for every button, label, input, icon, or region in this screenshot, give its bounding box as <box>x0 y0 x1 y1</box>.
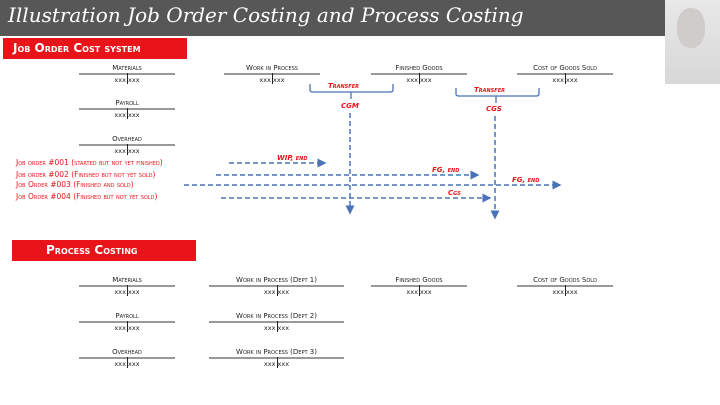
account-value: xxx xxx <box>371 73 467 84</box>
account-value: xxx xxx <box>79 144 175 155</box>
presenter-video <box>665 0 720 84</box>
wip-end-label: WIP, end <box>277 154 308 162</box>
account-value: xxx xxx <box>79 357 175 368</box>
t-account-wip-dept3: Work in Process (Dept 3)xxx xxx <box>209 348 344 368</box>
fg-end-label-2: FG, end <box>512 176 540 184</box>
account-value: xxx xxx <box>517 73 613 84</box>
transfer-label-2: Transfer <box>474 86 505 94</box>
process-costing-section-label: Process Costing <box>12 240 196 261</box>
account-label: Payroll <box>115 99 139 107</box>
job-order-section-label: Job Order Cost system <box>3 38 187 59</box>
account-value: xxx xxx <box>517 285 613 296</box>
account-label: Work in Process (Dept 1) <box>236 276 317 284</box>
account-label: Cost of Goods Sold <box>533 64 597 72</box>
account-label: Overhead <box>112 135 142 143</box>
job-order-002: Job order #002 (Finished but not yet sol… <box>16 170 156 179</box>
account-value: xxx xxx <box>79 73 175 84</box>
account-label: Finished Goods <box>395 276 443 284</box>
account-value: xxx xxx <box>209 321 344 332</box>
cgs-label: CGS <box>486 105 502 113</box>
account-value: xxx xxx <box>79 321 175 332</box>
fg-end-label-1: FG, end <box>432 166 460 174</box>
t-account-wip-dept1: Work in Process (Dept 1)xxx xxx <box>209 276 344 296</box>
account-label: Materials <box>112 64 142 72</box>
transfer-bracket-2 <box>455 88 540 97</box>
cgs-small-label: Cgs <box>448 189 461 197</box>
account-value: xxx xxx <box>79 285 175 296</box>
account-value: xxx xxx <box>209 285 344 296</box>
account-label: Work in Process <box>246 64 298 72</box>
transfer-label-1: Transfer <box>328 82 359 90</box>
account-label: Work in Process (Dept 2) <box>236 312 317 320</box>
account-value: xxx xxx <box>79 108 175 119</box>
t-account-wip-dept2: Work in Process (Dept 2)xxx xxx <box>209 312 344 332</box>
account-value: xxx xxx <box>371 285 467 296</box>
account-label: Finished Goods <box>395 64 443 72</box>
account-value: xxx xxx <box>224 73 320 84</box>
account-label: Materials <box>112 276 142 284</box>
title-bar <box>0 0 665 36</box>
slide-title: Illustration Job Order Costing and Proce… <box>8 3 524 27</box>
job-order-001: Job order #001 (started but not yet fini… <box>16 158 163 167</box>
cgm-label: CGM <box>341 102 359 110</box>
account-label: Work in Process (Dept 3) <box>236 348 317 356</box>
account-value: xxx xxx <box>209 357 344 368</box>
account-label: Payroll <box>115 312 139 320</box>
account-label: Overhead <box>112 348 142 356</box>
account-label: Cost of Goods Sold <box>533 276 597 284</box>
job-order-003: Job Order #003 (Finished and sold) <box>16 180 134 189</box>
presenter-face <box>677 8 705 48</box>
job-order-004: Job Order #004 (Finished but not yet sol… <box>16 192 158 201</box>
